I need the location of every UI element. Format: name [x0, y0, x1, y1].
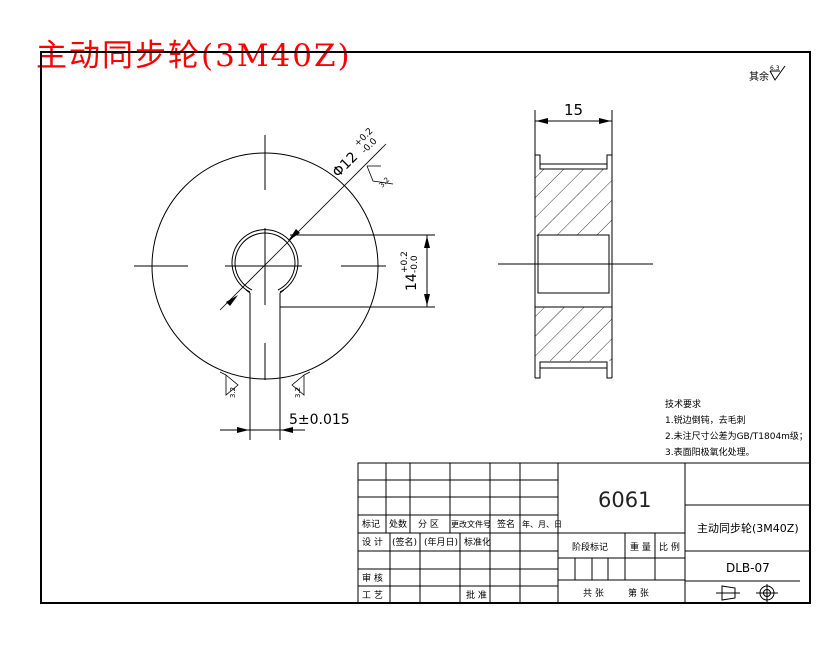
front-view	[134, 135, 435, 440]
svg-text:3.2: 3.2	[229, 387, 237, 398]
arrow-icon	[281, 427, 293, 433]
side-view	[498, 110, 653, 379]
revision-header: 标记	[362, 518, 380, 530]
drawing-title: 主动同步轮(3M40Z)	[36, 38, 352, 74]
slot-roughness-right: 3.2	[294, 387, 302, 398]
svg-text:3.2: 3.2	[294, 387, 302, 398]
diameter-dimension: Φ12 +0.2 -0.0	[330, 126, 380, 181]
part-name: 主动同步轮(3M40Z)	[697, 521, 799, 535]
design-label: 设 计	[362, 536, 383, 548]
drawing-number: DLB-07	[726, 561, 770, 575]
revision-header: 年、月、日	[522, 519, 562, 529]
tech-requirement-item: 3.表面阳极氧化处理。	[665, 446, 755, 458]
svg-text:3.2: 3.2	[378, 176, 392, 190]
date-label: (年月日)	[424, 536, 458, 548]
tech-requirements-heading: 技术要求	[665, 398, 701, 410]
revision-header: 更改文件号	[451, 519, 491, 529]
sheets-label: 共 张	[583, 588, 604, 599]
revision-header: 签名	[497, 518, 515, 530]
process-label: 工 艺	[362, 590, 383, 601]
stage-label: 阶段标记	[572, 541, 608, 553]
projection-symbol-icon	[716, 584, 778, 602]
material-value: 6061	[598, 488, 651, 512]
tech-requirement-item: 2.未注尺寸公差为GB/T1804m级；	[665, 430, 808, 442]
standardization-label: 标准化	[464, 536, 491, 548]
sheet-number-label: 第 张	[628, 587, 649, 599]
tech-requirements: 技术要求 1.锐边倒钝，去毛刺 2.未注尺寸公差为GB/T1804m级； 3.表…	[665, 398, 808, 458]
roughness-note-value: 6.3	[770, 65, 780, 72]
roughness-symbol-icon	[225, 374, 239, 396]
width-dimension: 15	[564, 101, 583, 119]
arrow-icon	[237, 427, 249, 433]
arrow-icon	[599, 118, 611, 124]
roughness-note: 其余 6.3	[749, 65, 786, 83]
revision-header: 分 区	[418, 519, 439, 530]
title-block-text: 标记 处数 分 区 更改文件号 签名 年、月、日 设 计 (签名) (年月日) …	[362, 488, 799, 601]
arrow-icon	[226, 295, 238, 306]
roughness-symbol-icon	[291, 374, 305, 396]
height-value: 14	[404, 273, 420, 291]
roughness-note-label: 其余	[749, 70, 769, 83]
scale-label: 比 例	[659, 541, 680, 553]
slot-width-dimension: 5±0.015	[289, 412, 350, 428]
revision-header: 处数	[389, 518, 407, 530]
weight-label: 重 量	[630, 541, 651, 553]
diameter-value: Φ12	[330, 149, 362, 181]
title-block	[357, 462, 811, 604]
height-tol-lower: -0.0	[410, 255, 420, 273]
review-label: 审 核	[362, 572, 383, 584]
roughness-symbol-icon	[769, 65, 786, 81]
tech-requirement-item: 1.锐边倒钝，去毛刺	[665, 414, 746, 426]
signature-label: (签名)	[392, 536, 417, 548]
height-tol-upper: +0.2	[400, 251, 410, 273]
arrow-icon	[424, 236, 430, 248]
height-dimension: 14 +0.2 -0.0	[400, 251, 420, 291]
slot-roughness-left: 3.2	[229, 387, 237, 398]
arrow-icon	[424, 294, 430, 306]
arrow-icon	[536, 118, 548, 124]
approve-label: 批 准	[466, 589, 487, 601]
bore-roughness: 3.2	[378, 176, 392, 190]
